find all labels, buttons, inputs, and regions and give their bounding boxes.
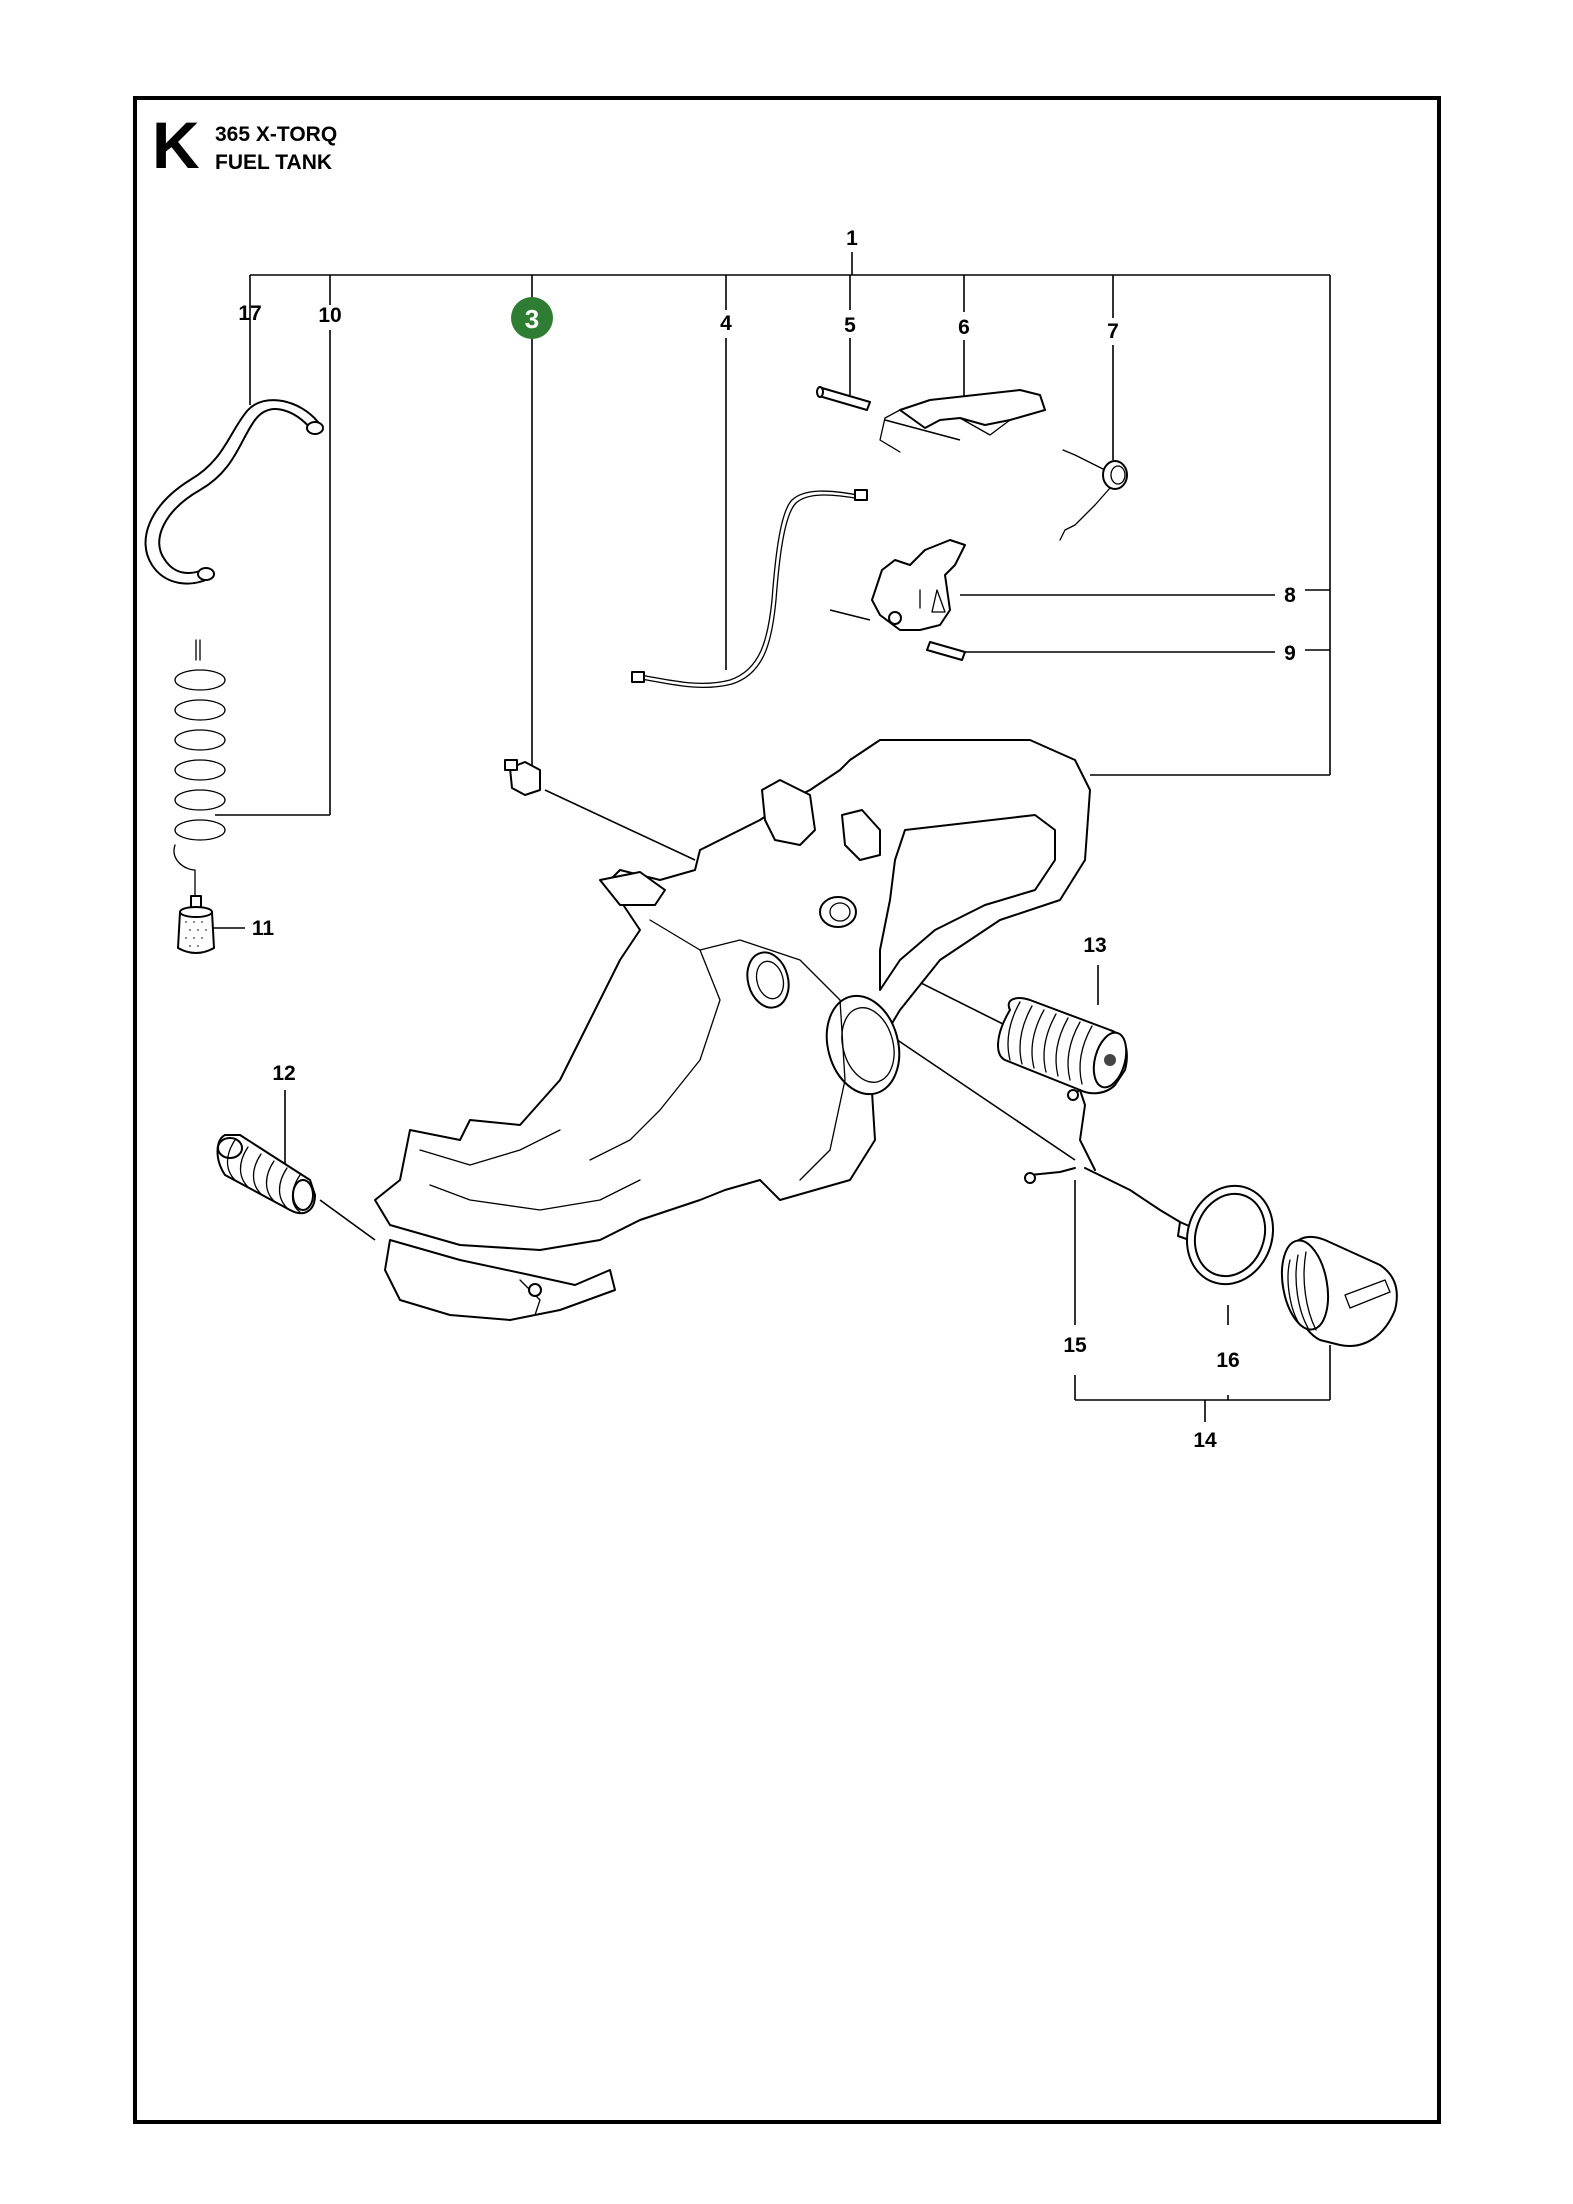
callout-11: 11 [252, 917, 275, 940]
part-4-cable [631, 489, 868, 689]
callout-3-badge: 3 [511, 297, 553, 339]
diagram-frame [133, 96, 1441, 2124]
callout-13: 13 [1083, 934, 1106, 957]
part-7-spring [1059, 449, 1128, 541]
callout-5: 5 [844, 314, 856, 337]
callout-9: 9 [1284, 642, 1296, 665]
part-8-throttle-trigger [829, 539, 966, 631]
callout-14: 14 [1193, 1429, 1217, 1452]
callout-12: 12 [272, 1062, 295, 1085]
part-14-fuel-cap [1280, 1235, 1398, 1347]
model-name: 365 X-TORQ [215, 123, 338, 146]
callout-7: 7 [1107, 320, 1119, 343]
part-12-av-spring [216, 1134, 316, 1215]
callout-10: 10 [318, 304, 341, 327]
highlight-badge-circle [511, 297, 553, 339]
part-10-fuel-hose-coil [173, 639, 226, 896]
part-3-valve [504, 759, 541, 796]
section-letter: K [152, 108, 200, 182]
part-fuel-tank-body [374, 739, 1091, 1321]
callout-16: 16 [1216, 1349, 1239, 1372]
part-5-pin [816, 386, 871, 411]
part-15-cap-strap [1024, 1089, 1199, 1243]
callout-17: 17 [238, 302, 261, 325]
callout-6: 6 [958, 316, 970, 339]
callout-15: 15 [1063, 1334, 1087, 1357]
part-11-fuel-filter [177, 895, 215, 954]
callout-1: 1 [846, 227, 858, 250]
callout-8: 8 [1284, 584, 1296, 607]
part-16-o-ring [1185, 1184, 1275, 1286]
part-6-throttle-lockout [879, 389, 1046, 453]
callout-4: 4 [720, 312, 732, 335]
callout-labels: 1 17 10 4 5 6 7 8 9 11 13 12 15 16 14 [238, 227, 1296, 1452]
callout-3: 3 [525, 304, 539, 334]
part-13-av-spring [997, 997, 1128, 1095]
part-9-pin [926, 641, 966, 661]
group-name: FUEL TANK [215, 151, 333, 174]
leader-lines [205, 252, 1331, 1422]
part-17-vent-hose [144, 399, 324, 585]
